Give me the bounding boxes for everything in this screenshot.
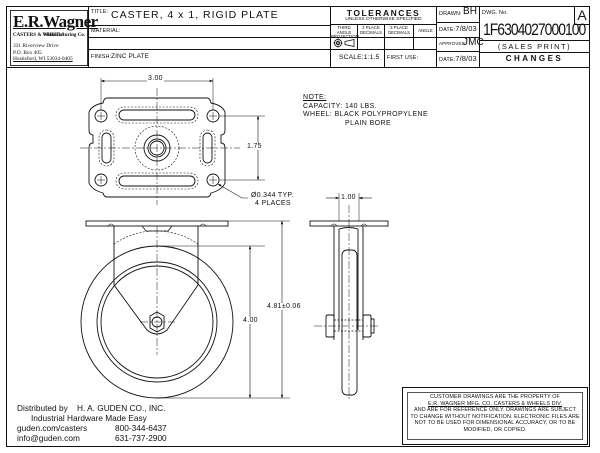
address-line: Hustisford, WI 53034-0405 bbox=[13, 56, 73, 62]
title-label: TITLE: bbox=[91, 9, 109, 15]
note-bore: PLAIN BORE bbox=[345, 119, 392, 127]
date-value: 7/8/03 bbox=[455, 54, 477, 63]
tol-col-2place: 2 PLACE DECIMALS bbox=[360, 25, 382, 35]
tol-col-3place: 3 PLACE DECIMALS bbox=[388, 25, 410, 35]
company-address: 331 Riverview Drive P.O. Box 405 Hustisf… bbox=[13, 43, 73, 63]
first-use-label: FIRST USE: bbox=[387, 55, 419, 61]
title-section: TITLE: CASTER, 4 x 1, RIGID PLATE MATERI… bbox=[89, 7, 331, 67]
drawing-number: 1F6304027000100 bbox=[483, 20, 586, 39]
company-logo-block: E.R.Wagner CASTERS & WHEELS Manufacturin… bbox=[7, 7, 98, 67]
company-logo: E.R.Wagner bbox=[13, 12, 98, 31]
distributor-website[interactable]: guden.com/casters bbox=[17, 423, 88, 433]
drawn-by: BH bbox=[463, 6, 478, 17]
approved-date: DATE:7/8/03 bbox=[439, 54, 477, 63]
approved-label: APPROVED: bbox=[439, 41, 467, 46]
tolerances-block: TOLERANCES UNLESS OTHERWISE SPECIFIED TH… bbox=[331, 7, 437, 67]
date-label: DATE: bbox=[439, 57, 456, 63]
address-line: 331 Riverview Drive bbox=[13, 43, 59, 49]
tol-col-angle: ANGLE bbox=[418, 28, 433, 33]
disclaimer-line: CUSTOMER DRAWINGS ARE THE PROPERTY OF bbox=[430, 394, 560, 400]
title-block: E.R.Wagner CASTERS & WHEELS Manufacturin… bbox=[7, 6, 589, 68]
disclaimer-line: TO CHANGE WITHOUT NOTIFICATION. ELECTRON… bbox=[410, 413, 580, 420]
scale-label: SCALE:1:1.5 bbox=[339, 54, 379, 61]
hole-callout-qty: 4 PLACES bbox=[255, 200, 291, 207]
distributor-phone-2: 631-737-2900 bbox=[115, 433, 167, 443]
company-subname: Manufacturing Co. bbox=[43, 33, 85, 38]
material-label: MATERIAL: bbox=[91, 28, 121, 34]
third-angle-projection-icon bbox=[333, 38, 355, 48]
dim-wheel-diameter: 4.00 bbox=[242, 317, 259, 324]
scale-label-text: SCALE: bbox=[339, 54, 364, 61]
approval-block: DRAWN: BH DATE:7/8/03 APPROVED: JMC DATE… bbox=[437, 6, 484, 67]
disclaimer-box: CUSTOMER DRAWINGS ARE THE PROPERTY OF E.… bbox=[402, 387, 588, 445]
hole-callout: Ø0.344 TYP. 4 PLACES bbox=[250, 192, 295, 208]
distributor-name: Distributed by H. A. GUDEN CO., INC. bbox=[17, 403, 166, 413]
drawing-number-block: DWG. No. 1F6304027000100 A (SALES PRINT)… bbox=[480, 7, 589, 67]
finish-value: ZINC PLATE bbox=[111, 53, 150, 60]
address-line: P.O. Box 405 bbox=[13, 49, 42, 56]
dim-hole-spacing: 1.75 bbox=[246, 143, 263, 150]
disclaimer-line: AND ARE FOR REFERENCE ONLY. DRAWINGS ARE… bbox=[414, 407, 576, 414]
revision-letter: A bbox=[574, 7, 589, 25]
finish-label: FINISH: bbox=[91, 54, 112, 60]
tol-col-projection: THIRD ANGLE PROJECTION bbox=[331, 25, 359, 40]
distributor-phone-1: 800-344-6437 bbox=[115, 423, 167, 433]
note-capacity: CAPACITY: 140 LBS. bbox=[303, 102, 377, 110]
notes-block: NOTE: CAPACITY: 140 LBS. WHEEL: BLACK PO… bbox=[303, 94, 428, 128]
tolerances-heading: TOLERANCES bbox=[346, 8, 421, 18]
disclaimer-line: NOT TO BE USED FOR DIMENSIONAL ACCURACY,… bbox=[414, 420, 576, 427]
distributor-tagline: Industrial Hardware Made Easy bbox=[31, 413, 147, 423]
dim-wheel-width: 1.00 bbox=[340, 194, 357, 201]
note-wheel: WHEEL: BLACK POLYPROPYLENE bbox=[303, 111, 429, 118]
drawn-date: DATE:7/8/03 bbox=[439, 24, 477, 33]
company-tagline: CASTERS & WHEELS bbox=[13, 33, 65, 38]
tolerances-subheading: UNLESS OTHERWISE SPECIFIED bbox=[345, 17, 422, 22]
date-label: DATE: bbox=[439, 27, 456, 33]
dim-plate-width: 3.00 bbox=[147, 75, 164, 82]
disclaimer-line: E.R. WAGNER MFG. CO. CASTERS & WHEELS DI… bbox=[427, 400, 563, 407]
approved-by: JMC bbox=[463, 37, 484, 48]
drawing-title: CASTER, 4 x 1, RIGID PLATE bbox=[111, 9, 279, 21]
note-heading: NOTE: bbox=[303, 94, 327, 101]
drawn-label: DRAWN: bbox=[439, 11, 462, 17]
distributor-email[interactable]: info@guden.com bbox=[17, 433, 80, 443]
dim-overall-height: 4.81±0.06 bbox=[266, 303, 302, 310]
drawing-border bbox=[6, 6, 590, 447]
disclaimer-line: MODIFIED, OR COPIED. bbox=[463, 426, 527, 433]
changes-heading: CHANGES bbox=[505, 54, 564, 63]
date-value: 7/8/03 bbox=[455, 24, 477, 33]
hole-callout-size: Ø0.344 TYP. bbox=[251, 192, 294, 199]
dwg-no-label: DWG. No. bbox=[482, 10, 508, 16]
print-type: (SALES PRINT) bbox=[497, 42, 572, 51]
distributor-info: Distributed by H. A. GUDEN CO., INC. Ind… bbox=[17, 403, 167, 443]
scale-value: 1:1.5 bbox=[363, 54, 380, 61]
